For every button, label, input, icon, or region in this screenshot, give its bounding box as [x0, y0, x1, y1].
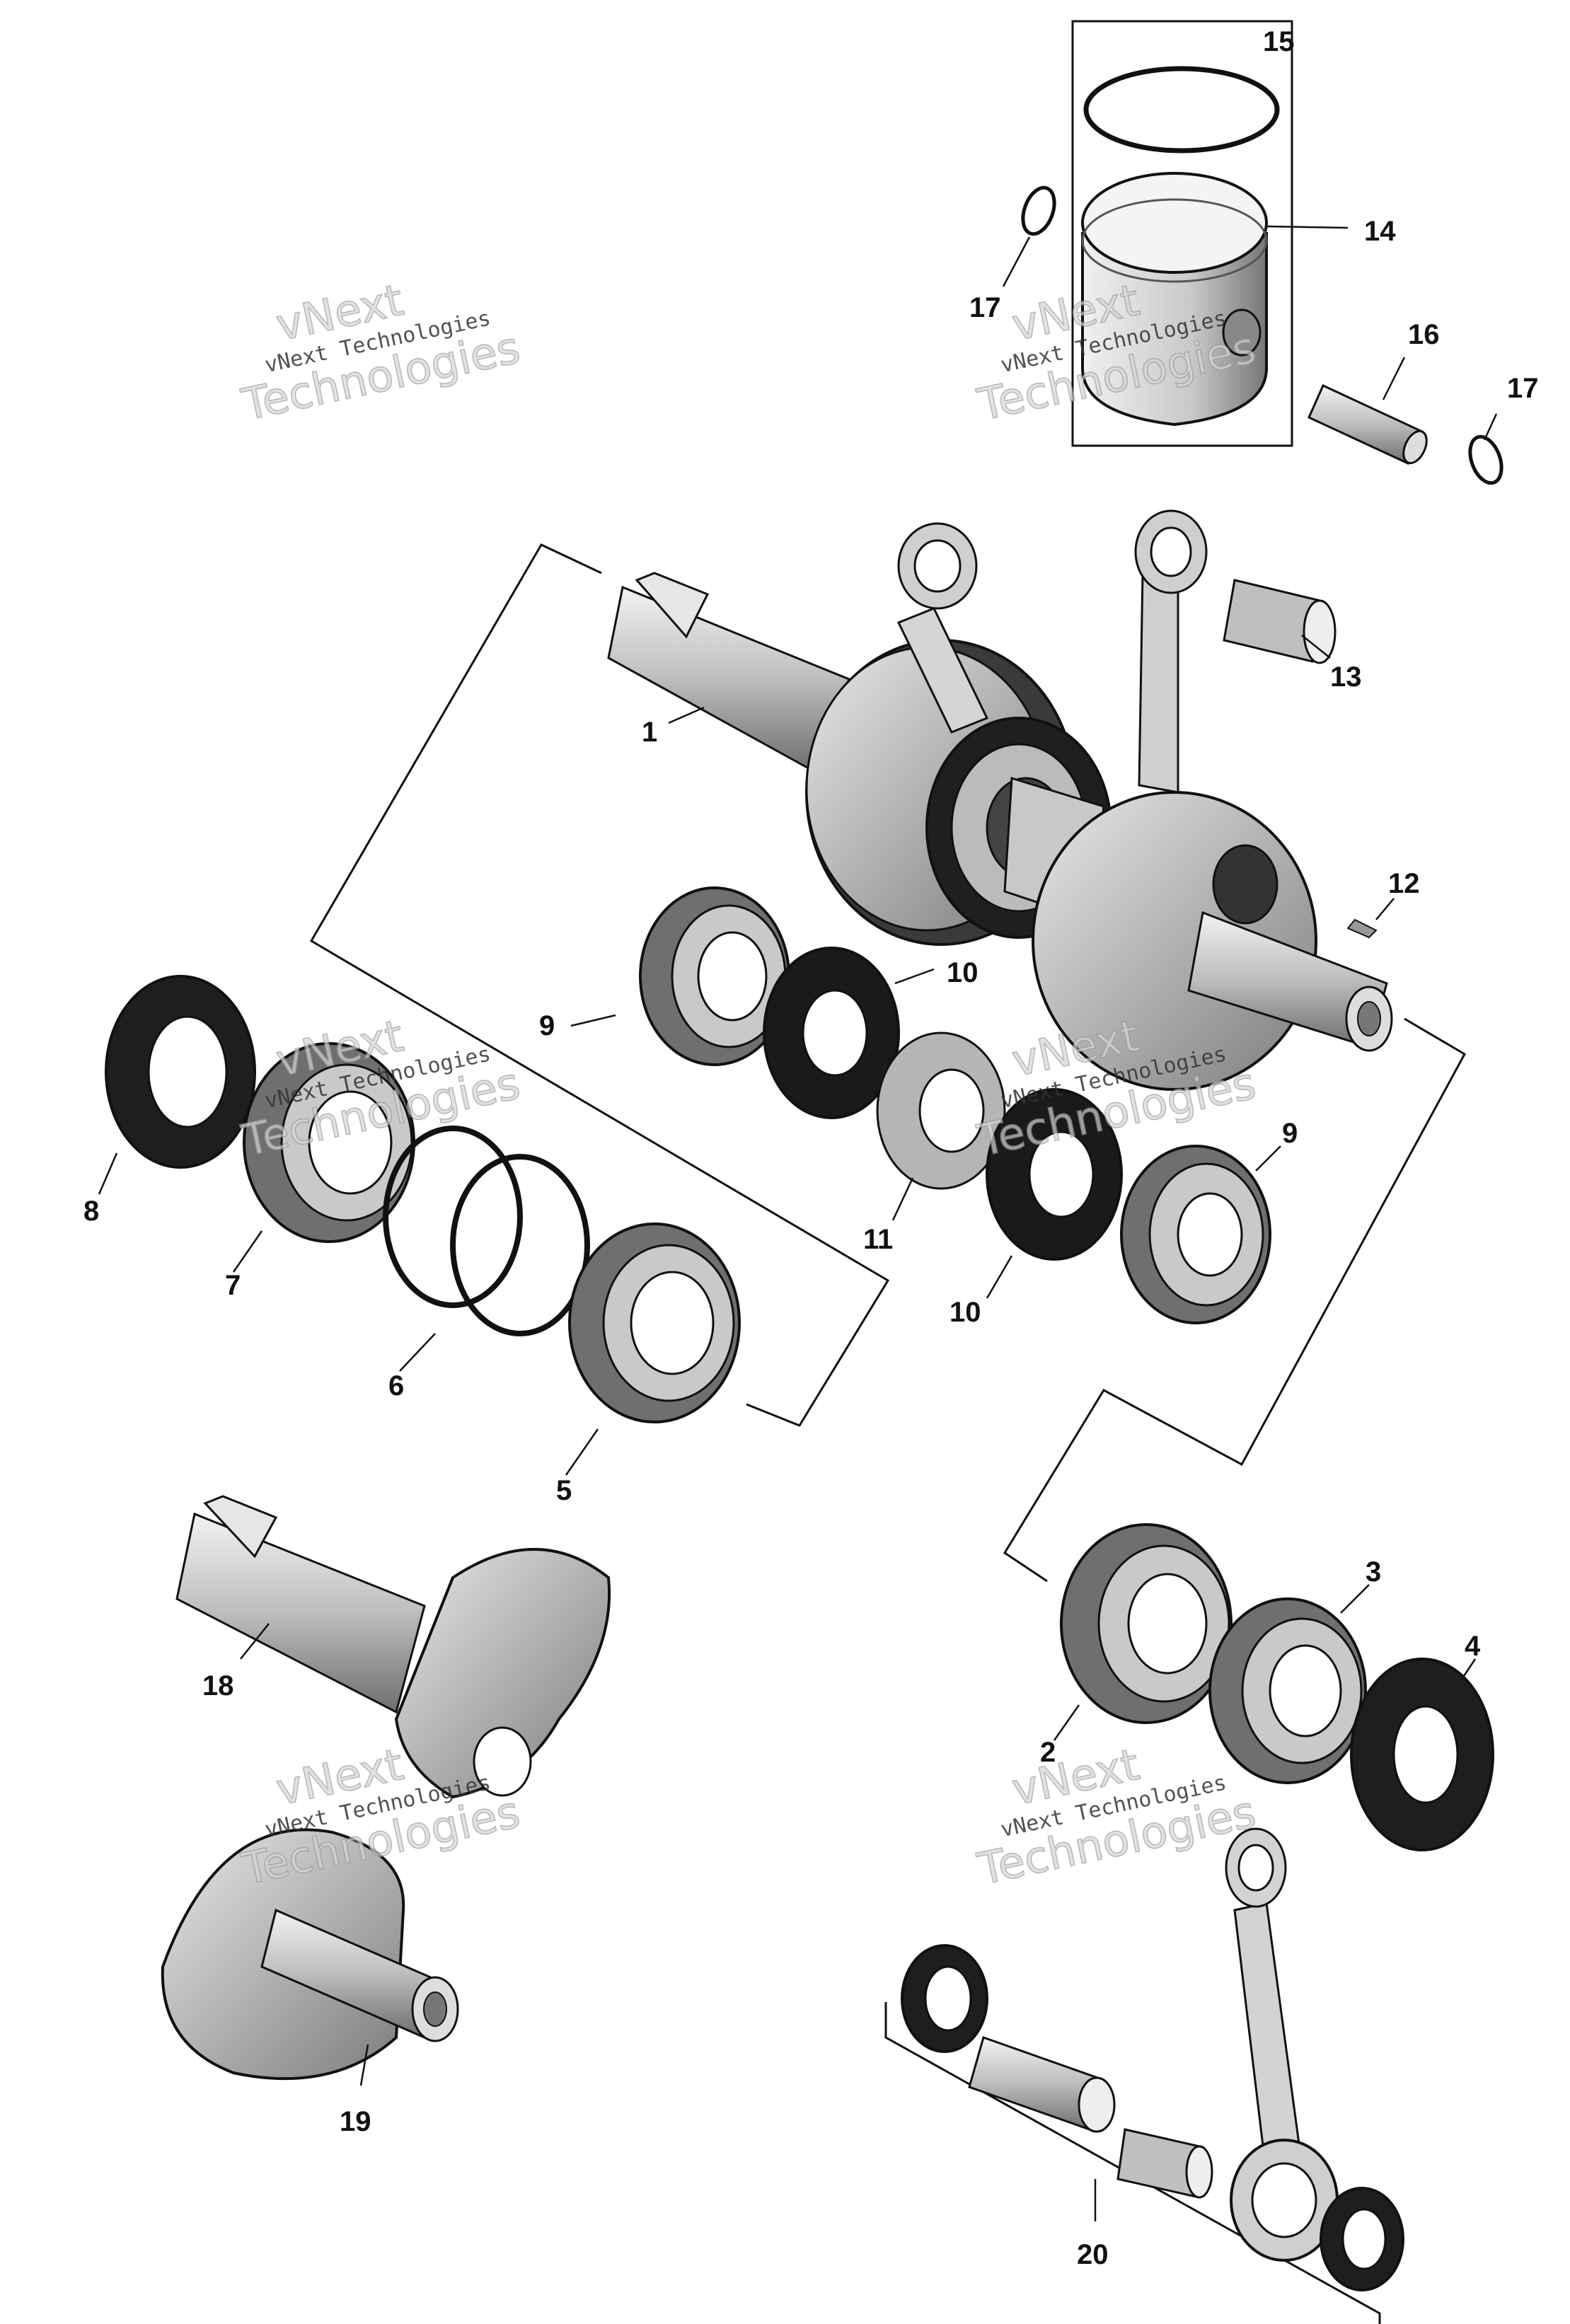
- circlip: [1468, 434, 1503, 485]
- assembly-bracket: [309, 543, 890, 1427]
- callout-9-right: 9: [1282, 1118, 1298, 1149]
- callout-6: 6: [388, 1370, 404, 1401]
- callout-1: 1: [642, 717, 657, 748]
- callout-12: 12: [1388, 868, 1420, 899]
- piston-ring: [1083, 66, 1280, 154]
- oil-seal: [986, 1088, 1123, 1261]
- retaining-ring: [383, 1126, 590, 1336]
- crank-half-left: [175, 1495, 611, 1799]
- ball-bearing: [639, 886, 790, 1066]
- callout-11: 11: [863, 1224, 893, 1255]
- oil-seal: [763, 947, 900, 1119]
- callout-9-left: 9: [539, 1010, 555, 1041]
- watermark-4: vNext Technologies vNext Technologies: [972, 1009, 1260, 1167]
- callout-18: 18: [202, 1670, 234, 1701]
- ball-bearing: [1060, 1523, 1233, 1724]
- callout-14: 14: [1364, 216, 1396, 247]
- watermark-1: vNext Technologies vNext Technologies: [236, 273, 524, 431]
- assembly-bracket-right: [1003, 1017, 1467, 1583]
- piston-kit-box: [1071, 20, 1293, 447]
- crank-half-right: [161, 1828, 459, 2081]
- callout-15: 15: [1263, 26, 1295, 57]
- ball-bearing: [568, 1222, 741, 1423]
- callout-10-top: 10: [947, 957, 979, 988]
- ball-bearing: [1208, 1597, 1367, 1784]
- watermark-6: vNext Technologies vNext Technologies: [972, 1738, 1260, 1895]
- callout-4: 4: [1465, 1631, 1481, 1662]
- callout-16: 16: [1408, 319, 1440, 350]
- callout-5: 5: [556, 1475, 572, 1506]
- piston: [1081, 172, 1268, 427]
- piston-kit-group: [1002, 20, 1503, 485]
- ball-bearing: [243, 1042, 415, 1243]
- callout-10-bottom: 10: [949, 1297, 981, 1328]
- needle-bearing: [1223, 579, 1337, 664]
- callout-17-right: 17: [1507, 373, 1539, 404]
- callout-13: 13: [1330, 661, 1362, 693]
- callout-8: 8: [83, 1196, 99, 1227]
- circlip: [1021, 185, 1056, 236]
- con-rod-kit: [884, 1827, 1404, 2324]
- woodruff-key: [1346, 918, 1378, 939]
- callout-3: 3: [1366, 1556, 1381, 1588]
- callout-17-left: 17: [969, 292, 1001, 323]
- callout-19: 19: [340, 2106, 371, 2137]
- drive-gear: [876, 1031, 1006, 1190]
- crankcase-seal: [105, 975, 256, 1169]
- crankshaft-assembly: [309, 509, 1467, 1583]
- callout-20: 20: [1077, 2239, 1109, 2270]
- callout-7: 7: [225, 1270, 241, 1301]
- ball-bearing: [1120, 1145, 1271, 1324]
- callout-2: 2: [1040, 1737, 1056, 1768]
- thrust-washer: [1350, 1658, 1494, 1851]
- piston-pin: [1308, 383, 1428, 466]
